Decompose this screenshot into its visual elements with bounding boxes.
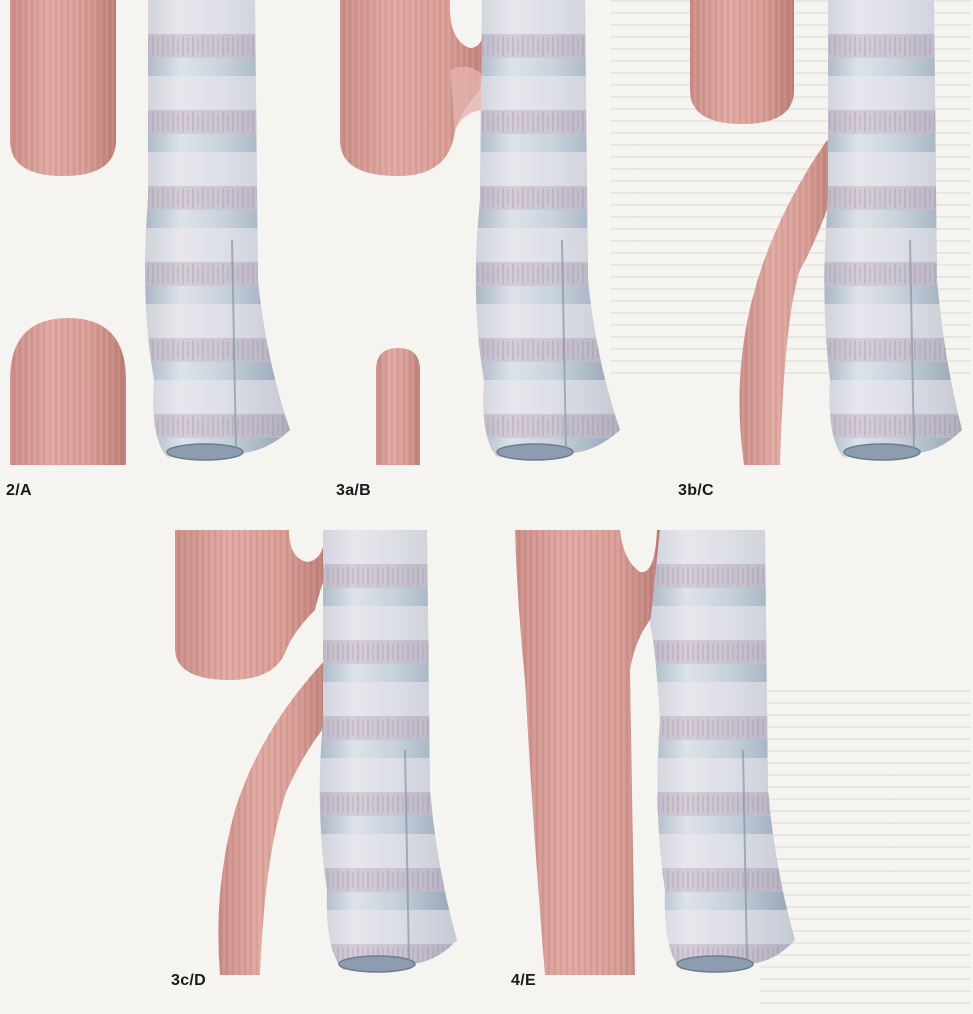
panel-a-illustration bbox=[0, 0, 300, 480]
panel-a: 2/A bbox=[0, 0, 300, 480]
panel-c-illustration bbox=[672, 0, 973, 480]
lower-esophagus-with-fistula bbox=[740, 140, 835, 465]
panel-e-label: 4/E bbox=[511, 972, 536, 990]
upper-esophageal-pouch bbox=[690, 0, 794, 124]
upper-esophageal-pouch-with-fistula bbox=[340, 0, 491, 176]
panel-e-illustration bbox=[505, 530, 825, 1000]
trachea bbox=[145, 0, 290, 460]
panel-d-label: 3c/D bbox=[171, 972, 206, 990]
panel-e: 4/E bbox=[505, 530, 825, 1000]
panel-a-label: 2/A bbox=[6, 482, 32, 500]
esophagus-continuous-with-fistula bbox=[515, 530, 660, 975]
lower-esophagus-with-fistula bbox=[218, 660, 331, 975]
trachea bbox=[320, 530, 457, 972]
panel-c: 3b/C bbox=[672, 0, 973, 480]
panel-b-illustration bbox=[330, 0, 650, 480]
trachea bbox=[824, 0, 962, 460]
upper-esophageal-pouch bbox=[10, 0, 116, 176]
panel-b: 3a/B bbox=[330, 0, 650, 480]
lower-esophageal-segment bbox=[10, 318, 126, 465]
upper-esophageal-pouch-with-fistula bbox=[175, 530, 327, 680]
panel-c-label: 3b/C bbox=[678, 482, 714, 500]
lower-esophageal-stump bbox=[376, 348, 420, 465]
trachea bbox=[476, 0, 620, 460]
panel-d-illustration bbox=[165, 530, 485, 1000]
panel-b-label: 3a/B bbox=[336, 482, 371, 500]
panel-d: 3c/D bbox=[165, 530, 485, 1000]
trachea bbox=[650, 530, 795, 972]
